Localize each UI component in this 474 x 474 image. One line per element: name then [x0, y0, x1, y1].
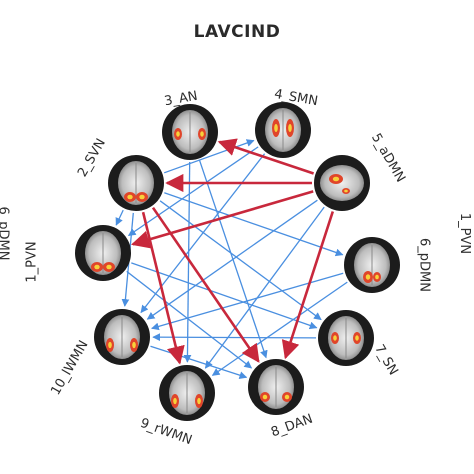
node-n3 — [162, 104, 218, 160]
edge-n1-n8 — [126, 270, 253, 369]
edge-n5-n9 — [204, 206, 325, 369]
edge-n10-n8 — [150, 345, 248, 379]
node-label-n2: 2_SVN — [75, 136, 109, 180]
edge-n1-n7 — [131, 262, 318, 330]
edge-n5-n10 — [146, 199, 318, 320]
node-label-n3: 3_AN — [163, 89, 198, 110]
node-n2 — [108, 155, 164, 211]
edge-n2-n7 — [159, 200, 322, 321]
node-n4 — [255, 102, 311, 158]
node-n7 — [318, 310, 374, 366]
node-n5 — [314, 155, 370, 211]
edge-n3-n8 — [198, 160, 268, 359]
node-label-n5: 5_aDMN — [368, 131, 408, 185]
edge-n5-n3 — [217, 138, 315, 175]
node-label-n7: 7_SN — [371, 342, 400, 378]
node-label-n8: 8_DAN — [269, 412, 315, 441]
edge-n7-n10 — [152, 333, 317, 342]
node-label-n10: 10_lWMN — [48, 338, 91, 398]
brain-slice-icon — [320, 165, 364, 201]
edge-n6-n9 — [211, 281, 348, 376]
edge-n5-n8 — [281, 211, 335, 360]
node-label-n1: 1_PVN — [25, 241, 40, 282]
node-n6 — [344, 237, 400, 293]
node-n1 — [75, 225, 131, 281]
edge-n2-n6 — [164, 192, 344, 257]
node-n10 — [94, 309, 150, 365]
nodes-layer — [75, 102, 400, 421]
edge-n5-n1 — [131, 190, 314, 249]
edge-n4-n1 — [127, 146, 259, 237]
edge-n2-n4 — [163, 139, 255, 174]
edge-n2-n9 — [141, 211, 185, 365]
edge-n2-n1 — [115, 209, 124, 226]
edge-n2-n8 — [151, 206, 260, 363]
edge-n3-n9 — [183, 161, 192, 363]
node-n9 — [159, 365, 215, 421]
diagram-title: LAVCIND — [193, 22, 281, 42]
node-n8 — [248, 359, 304, 415]
node-label-n6: 6_pDMN — [417, 238, 432, 292]
